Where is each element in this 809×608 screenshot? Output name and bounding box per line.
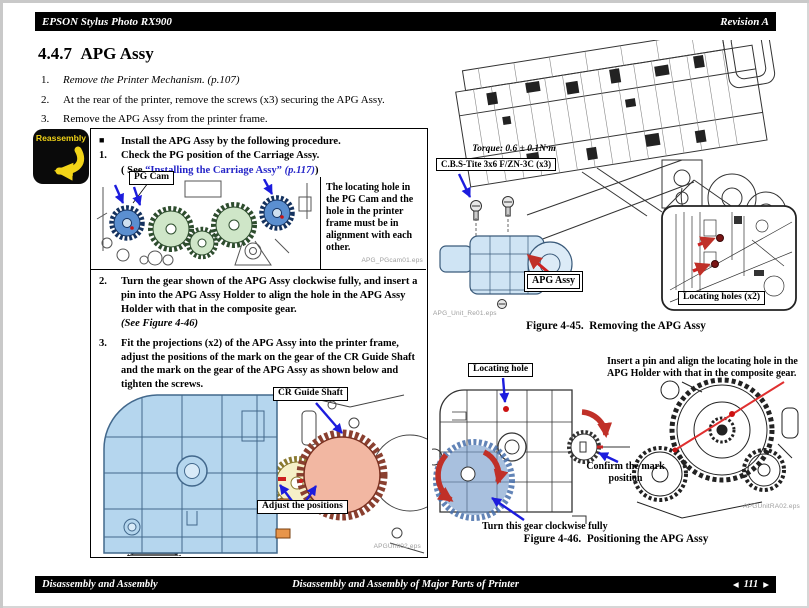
footer-subsection: Disassembly and Assembly of Major Parts … [292, 579, 519, 590]
locating-holes-label: Locating holes (x2) [678, 291, 766, 305]
page-nav-next-icon[interactable]: ▶ [763, 580, 769, 589]
reassembly-step2: Turn the gear shown of the APG Assy cloc… [121, 276, 418, 315]
apg-assy-label: APG Assy [527, 274, 581, 289]
intro-bullet: ■ [99, 135, 105, 145]
header-bar: EPSON Stylus Photo RX900 Revision A [35, 12, 776, 31]
footer-page-nav: ◀ 111 ▶ [567, 579, 769, 590]
page-number: 111 [743, 579, 759, 590]
page-nav-prev-icon[interactable]: ◀ [732, 580, 739, 589]
reassembly-intro: ■ Install the APG Assy by the following p… [99, 133, 341, 150]
locating-holes-inset [661, 205, 797, 311]
product-title: EPSON Stylus Photo RX900 [42, 15, 172, 28]
figure45-drawing [439, 40, 797, 311]
see-suffix: ) [314, 165, 319, 176]
insert-pin-note: Insert a pin and align the locating hole… [607, 356, 798, 379]
figure-ref: (See Figure 4-46) [121, 318, 199, 329]
see-prefix: ( See [121, 165, 142, 176]
pg-cam-figure [96, 179, 312, 266]
locating-hole-label: Locating hole [468, 363, 534, 377]
cr-guide-shaft-label: CR Guide Shaft [273, 387, 348, 401]
figure-divider [320, 177, 321, 269]
step-number: 3. [41, 113, 50, 125]
footer-section: Disassembly and Assembly [42, 579, 158, 590]
section-title: 4.4.7 APG Assy [38, 44, 154, 63]
step-number: 1. [99, 150, 107, 161]
printer-mechanism-ref[interactable]: Remove the Printer Mechanism. (p.107) [63, 74, 240, 86]
revision-label: Revision A [720, 15, 769, 28]
composite-gears [148, 202, 257, 260]
intro-text: Install the APG Assy by the following pr… [121, 136, 341, 147]
composite-gear-detail [632, 377, 799, 519]
pg-alignment-note: The locating hole in the PG Cam and the … [326, 182, 414, 253]
reassembly-badge-label: Reassembly [35, 133, 87, 143]
step-text: At the rear of the printer, remove the s… [63, 93, 385, 106]
cr-guide-figure [103, 392, 427, 556]
reassembly-arrow-icon [54, 146, 85, 181]
rule [91, 269, 426, 270]
torque-note: Torque: 0.6 ± 0.1N·m [472, 144, 556, 154]
removal-steps: 1.Remove the Printer Mechanism. (p.107) … [41, 71, 385, 130]
reassembly-step3: Fit the projections (x2) of the APG Assy… [121, 338, 415, 390]
step-text: Remove the APG Assy from the printer fra… [63, 113, 268, 125]
eps-filename: APGUnit02.eps [373, 543, 421, 550]
step-number: 1. [41, 74, 50, 86]
step-number: 3. [99, 338, 107, 349]
alignment-arrows [113, 179, 274, 206]
carriage-assy-see-line: ( See “Installing the Carriage Assy” (p.… [121, 164, 318, 179]
reassembly-step1: 1. Check the PG position of the Carriage … [99, 149, 319, 164]
mark-gear [567, 409, 630, 464]
figure-arrows [279, 402, 343, 502]
footer-bar: Disassembly and Assembly Disassembly and… [35, 576, 776, 593]
step-number: 2. [99, 276, 107, 287]
eps-filename: APG_Unit_Re01.eps [433, 310, 497, 317]
removal-step-row: 1. Remove the Printer Mechanism. (p.107) [41, 71, 385, 91]
turn-gear-note: Turn this gear clockwise fully [482, 521, 608, 532]
removal-step-row: 2. At the rear of the printer, remove the… [41, 91, 385, 111]
eps-filename: APGUnitRA02.eps [743, 503, 800, 510]
adjust-positions-label: Adjust the positions [257, 500, 348, 514]
figure45-caption: Figure 4-45. Removing the APG Assy [526, 320, 706, 332]
removal-step-row: 3. Remove the APG Assy from the printer f… [41, 110, 385, 130]
reassembly-box: ■ Install the APG Assy by the following p… [90, 128, 428, 558]
figure46-drawing [432, 377, 799, 524]
step-number: 2. [41, 93, 50, 106]
apg-assy-part [439, 235, 573, 309]
screw-spec-label: C.B.S-Tite 3x6 F/ZN-3C (x3) [436, 158, 557, 172]
carriage-assy-link[interactable]: “Installing the Carriage Assy” [145, 165, 282, 176]
screws [470, 196, 514, 238]
step-text: Check the PG position of the Carriage As… [121, 150, 320, 161]
confirm-mark-note: Confirm the mark position [586, 461, 665, 484]
eps-filename: APG_PGcam01.eps [361, 257, 423, 264]
pg-cam-gears [109, 195, 295, 241]
page-ref[interactable]: (p.117) [281, 165, 315, 176]
pg-cam-label: PG Cam [129, 171, 175, 185]
reassembly-badge: Reassembly [33, 129, 89, 184]
figure46-caption: Figure 4-46. Positioning the APG Assy [523, 533, 709, 545]
